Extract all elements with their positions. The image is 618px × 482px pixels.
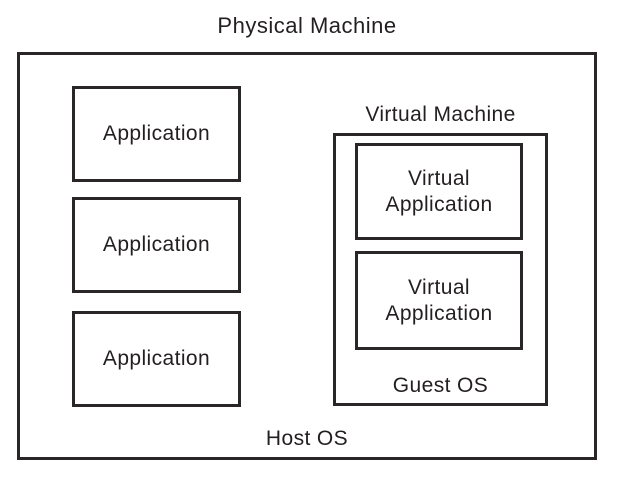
application-label-2: Application <box>102 233 211 256</box>
application-box-3: Application <box>72 311 241 407</box>
application-box-1: Application <box>72 86 241 182</box>
virtual-application-label-1: Virtual Application <box>385 166 493 216</box>
application-box-2: Application <box>72 197 241 293</box>
virtual-application-label-2: Virtual Application <box>385 275 493 325</box>
virtual-machine-label: Virtual Machine <box>365 103 516 126</box>
physical-machine-box: Application Application Application Virt… <box>17 52 597 460</box>
virtual-application-box-2: Virtual Application <box>355 251 523 350</box>
application-label-1: Application <box>102 122 211 145</box>
host-os-label: Host OS <box>265 427 349 450</box>
virtual-machine-box: Virtual Application Virtual Application … <box>333 133 548 406</box>
guest-os-label: Guest OS <box>392 374 489 397</box>
application-label-3: Application <box>102 347 211 370</box>
physical-machine-title: Physical Machine <box>217 13 397 38</box>
virtual-application-box-1: Virtual Application <box>355 143 523 240</box>
